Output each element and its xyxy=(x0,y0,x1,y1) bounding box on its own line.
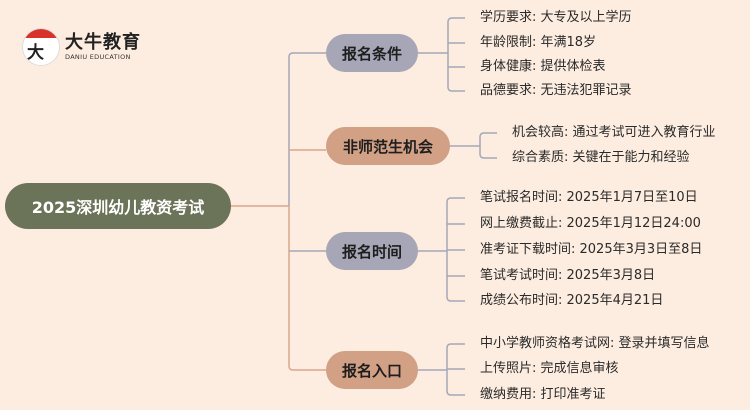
leaf-item: 笔试报名时间: 2025年1月7日至10日 xyxy=(480,190,698,205)
leaf-item: 机会较高: 通过考试可进入教育行业 xyxy=(512,125,716,140)
leaf-item: 年龄限制: 年满18岁 xyxy=(480,35,597,50)
leaf-item: 中小学教师资格考试网: 登录并填写信息 xyxy=(480,336,710,351)
branch-non-normal-student-opportunity: 非师范生机会 xyxy=(326,127,450,165)
leaf-item: 笔试考试时间: 2025年3月8日 xyxy=(480,268,656,283)
leaf-item: 综合素质: 关键在于能力和经验 xyxy=(512,150,690,165)
leaf-item: 身体健康: 提供体检表 xyxy=(480,59,606,74)
leaf-item: 缴纳费用: 打印准考证 xyxy=(480,387,606,402)
branch-registration-portal: 报名入口 xyxy=(326,351,418,389)
leaf-item: 成绩公布时间: 2025年4月21日 xyxy=(480,293,664,308)
leaf-item: 上传照片: 完成信息审核 xyxy=(480,361,619,376)
leaf-item: 品德要求: 无违法犯罪记录 xyxy=(480,83,632,98)
leaf-item: 准考证下载时间: 2025年3月3日至8日 xyxy=(480,242,703,257)
logo-icon: 大牛 xyxy=(22,28,60,66)
leaf-item: 网上缴费截止: 2025年1月12日24:00 xyxy=(480,216,701,231)
logo-subtitle: DANIU EDUCATION xyxy=(65,53,131,61)
branch-registration-requirements: 报名条件 xyxy=(326,34,418,72)
logo: 大牛 大牛教育 DANIU EDUCATION xyxy=(22,28,141,66)
branch-registration-time: 报名时间 xyxy=(326,232,418,270)
logo-name: 大牛教育 xyxy=(65,32,141,53)
leaf-item: 学历要求: 大专及以上学历 xyxy=(480,10,632,25)
root-node: 2025深圳幼儿教资考试 xyxy=(5,183,231,229)
